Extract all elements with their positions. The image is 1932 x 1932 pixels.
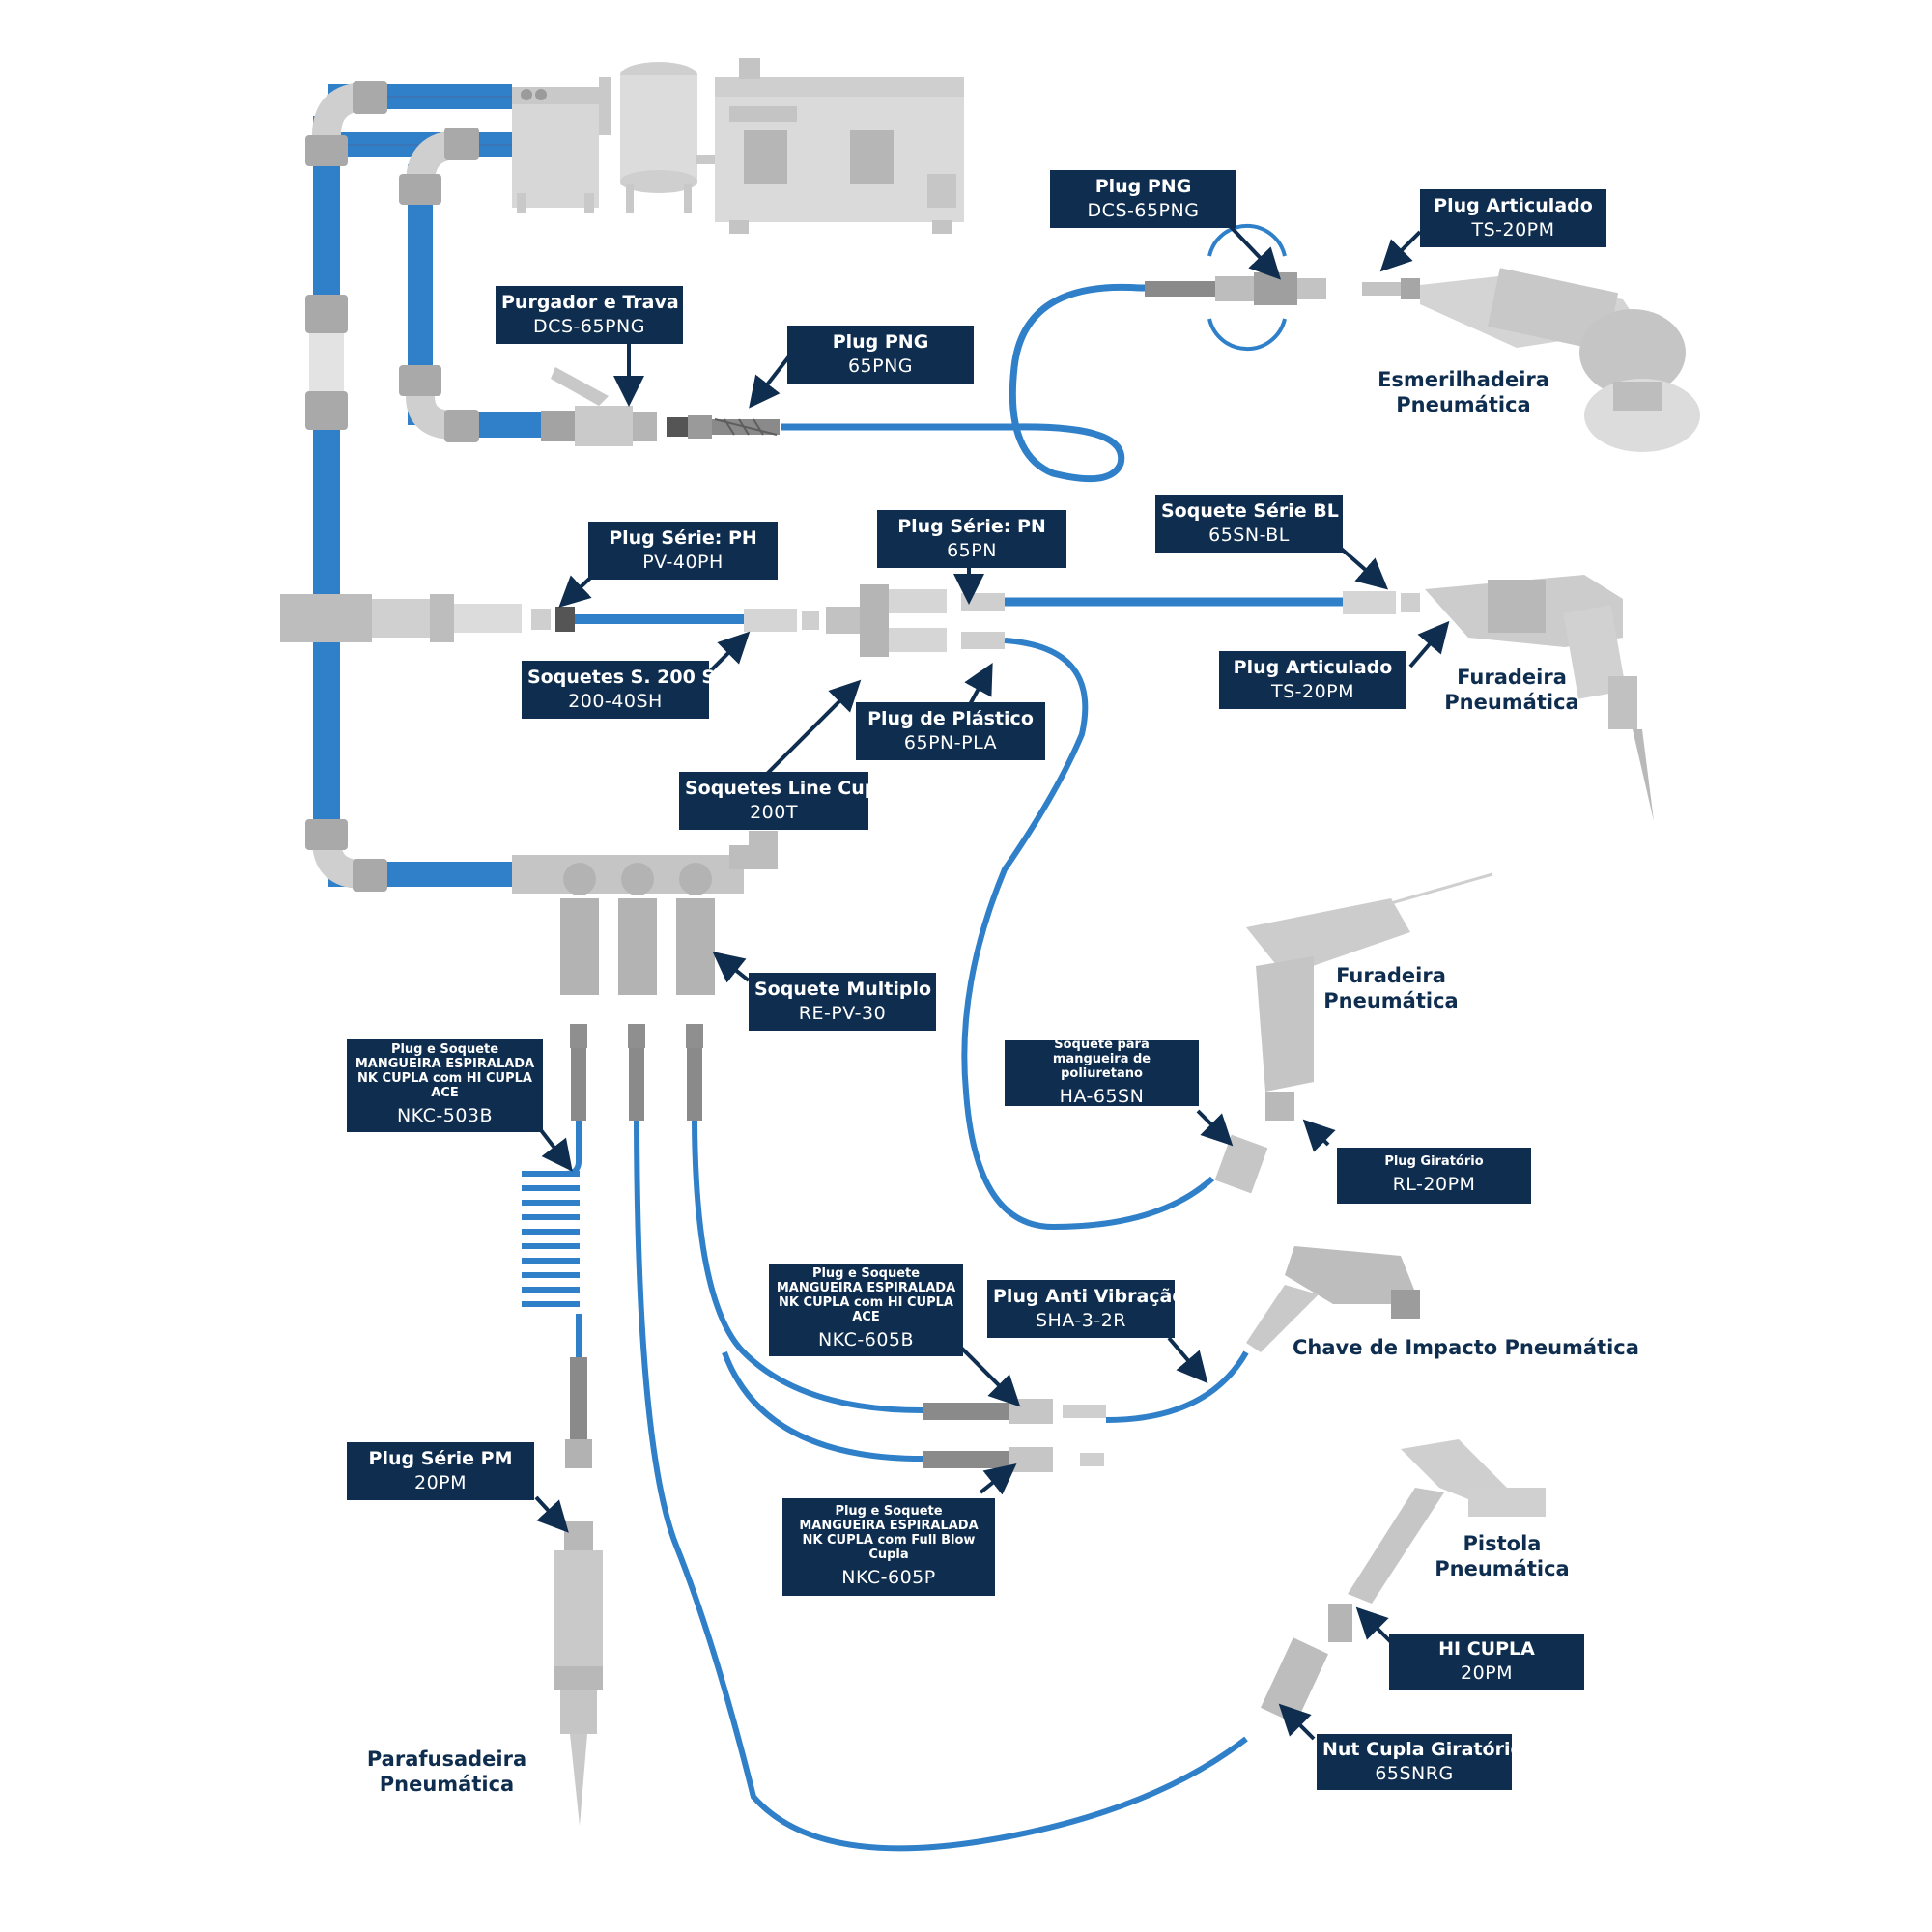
manifold-hoses: [522, 1120, 1249, 1852]
callout-plug-serie-ph: Plug Série: PH PV-40PH: [588, 522, 778, 580]
tool-label-line: Esmerilhadeira: [1378, 368, 1549, 391]
tool-label-line: Pneumática: [1396, 393, 1531, 416]
callout-title: HI CUPLA: [1438, 1638, 1535, 1660]
tool-label-chave-impacto: Chave de Impacto Pneumática: [1293, 1335, 1639, 1360]
callout-title: Purgador e Trava: [501, 292, 679, 313]
callout-code: 200T: [750, 802, 798, 823]
grinder-coupler: [1145, 223, 1420, 352]
mid-row-fittings: [372, 584, 1420, 1231]
callout-title: Plug e Soquete MANGUEIRA ESPIRALADA NK C…: [355, 1042, 535, 1100]
callout-soquetes-line-cupla: Soquetes Line Cupla 200T: [679, 772, 896, 830]
callout-title: Soquete Multiplo RE: [754, 979, 965, 1000]
callout-nkc-605p: Plug e Soquete MANGUEIRA ESPIRALADA NK C…: [782, 1498, 995, 1596]
tool-label-line: Chave de Impacto Pneumática: [1293, 1336, 1639, 1359]
tool-label-line: Parafusadeira: [366, 1747, 527, 1771]
callout-title: Plug Série PM: [368, 1448, 513, 1469]
drill-tool-top: [1425, 575, 1654, 821]
callout-code: SHA-3-2R: [1035, 1310, 1127, 1331]
callout-code: 65SNRG: [1375, 1763, 1454, 1784]
callout-code: TS-20PM: [1270, 681, 1355, 702]
callout-plug-serie-pm: Plug Série PM 20PM: [347, 1442, 534, 1500]
tool-label-line: Pneumática: [1323, 989, 1459, 1012]
callout-plug-serie-pn: Plug Série: PN 65PN: [877, 510, 1066, 568]
tool-label-pistola: Pistola Pneumática: [1420, 1531, 1584, 1581]
tool-label-esmerilhadeira: Esmerilhadeira Pneumática: [1372, 367, 1555, 417]
callout-title: Plug Articulado: [1434, 195, 1593, 216]
callout-soquete-poliuretano: Soquete para mangueira de poliuretano HA…: [1005, 1037, 1199, 1107]
tool-label-parafusadeira: Parafusadeira Pneumática: [362, 1747, 531, 1797]
callout-code: 65SN-BL: [1208, 525, 1290, 546]
tool-label-line: Furadeira: [1336, 964, 1446, 987]
nkc-couplers: [923, 1399, 1106, 1472]
callout-purgador: Purgador e Trava DCS-65PNG: [496, 286, 683, 344]
callout-code: PV-40PH: [642, 552, 724, 573]
callout-title: Plug Articulado: [1233, 657, 1393, 678]
manifold: [512, 831, 778, 1121]
callout-plug-plastico: Plug de Plástico 65PN-PLA: [856, 702, 1045, 760]
tool-label-line: Furadeira: [1457, 666, 1567, 689]
callout-title: Plug Anti Vibração: [993, 1286, 1185, 1307]
tool-label-line: Pneumática: [1435, 1557, 1570, 1580]
callout-title: Plug de Plástico: [867, 708, 1034, 729]
callout-title: Soquetes Line Cupla: [685, 778, 896, 799]
callout-code: 65PN: [947, 540, 997, 561]
callout-code: 20PM: [1460, 1662, 1514, 1684]
callout-code: RE-PV-30: [798, 1003, 887, 1024]
callout-plug-png-top: Plug PNG DCS-65PNG: [1050, 170, 1236, 228]
callout-title: Soquete para mangueira de poliuretano: [1052, 1037, 1151, 1081]
callout-hi-cupla: HI CUPLA 20PM: [1389, 1634, 1584, 1690]
tool-label-line: Pistola: [1463, 1532, 1542, 1555]
callout-code: DCS-65PNG: [1087, 200, 1200, 221]
callout-nkc-503b: Plug e Soquete MANGUEIRA ESPIRALADA NK C…: [347, 1039, 543, 1132]
callout-title: Plug Série: PH: [609, 527, 757, 549]
callout-code: NKC-605B: [817, 1329, 915, 1350]
grinder-hose: [781, 283, 1154, 483]
callout-code: TS-20PM: [1471, 219, 1555, 241]
callout-code: 65PN-PLA: [903, 732, 998, 753]
callout-title: Plug Série: PN: [897, 516, 1046, 537]
callout-nut-cupla: Nut Cupla Giratório 65SNRG: [1317, 1734, 1523, 1790]
impact-wrench-tool: [1246, 1246, 1420, 1352]
spiral-hose-left-fittings: [565, 1357, 592, 1468]
callout-code: NKC-605P: [841, 1566, 936, 1588]
tool-label-line: Pneumática: [379, 1773, 515, 1796]
grinder-tool: [1420, 268, 1700, 452]
callout-title: Plug e Soquete MANGUEIRA ESPIRALADA NK C…: [799, 1503, 979, 1562]
callout-code: 65PNG: [847, 355, 914, 377]
callout-title: Plug Giratório: [1384, 1153, 1484, 1169]
tool-label-furadeira-mid: Furadeira Pneumática: [1309, 963, 1473, 1013]
callout-title: Plug PNG: [832, 331, 929, 353]
tool-label-line: Pneumática: [1444, 691, 1579, 714]
callout-code: 20PM: [413, 1472, 468, 1493]
callout-soquetes-200sh: Soquetes S. 200 SH 200-40SH: [522, 661, 731, 719]
blow-gun-tool: [1260, 1439, 1546, 1724]
callout-plug-anti-vibracao: Plug Anti Vibração SHA-3-2R: [987, 1280, 1185, 1338]
main-air-line: [280, 81, 541, 892]
screwdriver-tool: [554, 1521, 603, 1826]
drill-tool-mid: [1214, 872, 1493, 1194]
callout-title: Nut Cupla Giratório: [1322, 1739, 1523, 1760]
callout-title: Plug PNG: [1094, 176, 1192, 197]
callout-code: DCS-65PNG: [533, 316, 645, 337]
tool-label-furadeira-top: Furadeira Pneumática: [1430, 665, 1594, 715]
callout-soquete-multiplo: Soquete Multiplo RE RE-PV-30: [749, 973, 965, 1031]
callout-title: Plug e Soquete MANGUEIRA ESPIRALADA NK C…: [776, 1266, 956, 1324]
callout-code: HA-65SN: [1059, 1085, 1145, 1107]
callout-plug-articulado-top: Plug Articulado TS-20PM: [1420, 189, 1606, 247]
callout-plug-png-mid: Plug PNG 65PNG: [787, 326, 974, 384]
callout-plug-articulado-mid: Plug Articulado TS-20PM: [1219, 651, 1406, 709]
callout-plug-giratorio: Plug Giratório RL-20PM: [1337, 1148, 1531, 1204]
callout-title: Soquete Série BL: [1161, 500, 1339, 522]
compressor-unit: [512, 58, 964, 234]
callout-code: NKC-503B: [396, 1105, 494, 1126]
callout-code: 200-40SH: [568, 691, 663, 712]
callout-nkc-605b: Plug e Soquete MANGUEIRA ESPIRALADA NK C…: [769, 1264, 963, 1356]
callout-soquete-bl: Soquete Série BL 65SN-BL: [1155, 495, 1343, 553]
callout-code: RL-20PM: [1392, 1173, 1476, 1195]
purgador-fitting: [541, 367, 780, 446]
callout-title: Soquetes S. 200 SH: [527, 667, 731, 688]
